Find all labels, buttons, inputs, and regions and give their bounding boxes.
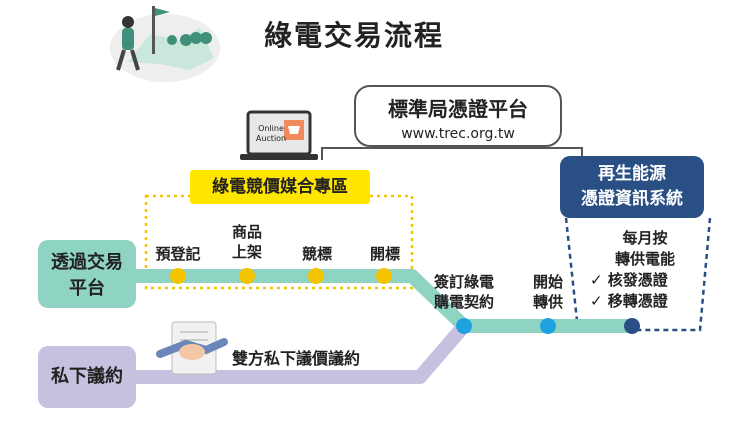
private-negotiation-label: 雙方私下議價議約	[232, 349, 361, 368]
dot-cert	[624, 318, 640, 334]
trade-line1: 透過交易	[51, 252, 123, 273]
trec-callout: 標準局憑證平台 www.trec.org.tw	[354, 85, 562, 147]
step-listing-line1: 商品	[231, 223, 262, 241]
step-contract-line2: 購電契約	[433, 293, 494, 311]
cert-system-line2: 憑證資訊系統	[581, 189, 683, 209]
trade-platform-box: 透過交易 平台	[38, 240, 136, 308]
step-register: 預登記	[155, 245, 201, 263]
cert-list: 每月按 轉供電能 ✓ 核發憑證 ✓ 移轉憑證	[590, 228, 700, 312]
dot-start	[540, 318, 556, 334]
dot-register	[170, 268, 186, 284]
step-start-line1: 開始	[532, 273, 563, 291]
cert-transfer-item: ✓ 移轉憑證	[590, 292, 668, 310]
page-title: 綠電交易流程	[264, 19, 445, 52]
step-listing-line2: 上架	[231, 243, 262, 261]
cert-list-line1: 每月按	[622, 229, 668, 247]
bubble-bracket	[321, 147, 583, 160]
trade-line2: 平台	[69, 278, 105, 299]
dot-bid	[308, 268, 324, 284]
platform-tag: 綠電競價媒合專區	[190, 170, 370, 204]
step-contract: 簽訂綠電 購電契約	[422, 272, 506, 312]
step-bid: 競標	[301, 245, 332, 263]
handshake-icon	[156, 321, 228, 375]
auction-line1: Online	[258, 124, 284, 133]
step-start: 開始 轉供	[522, 272, 574, 312]
step-start-line2: 轉供	[532, 293, 563, 311]
dot-open	[376, 268, 392, 284]
lavender-route	[136, 321, 470, 384]
step-open: 開標	[369, 245, 400, 263]
step-listing: 商品 上架	[222, 222, 272, 262]
cert-system-box: 再生能源 憑證資訊系統	[560, 156, 704, 218]
step-contract-line1: 簽訂綠電	[433, 273, 494, 291]
trec-url: www.trec.org.tw	[401, 126, 515, 142]
dot-listing	[239, 268, 255, 284]
cert-frame	[564, 217, 712, 332]
trec-name: 標準局憑證平台	[388, 97, 528, 121]
cert-issue-item: ✓ 核發憑證	[590, 271, 668, 289]
auction-line2: Auction	[255, 134, 287, 143]
cert-system-line1: 再生能源	[598, 164, 666, 184]
dot-contract	[456, 318, 472, 334]
laptop-icon	[240, 110, 318, 160]
map-illustration	[110, 6, 220, 82]
private-contract-box: 私下議約	[38, 346, 136, 408]
cert-list-line2: 轉供電能	[614, 250, 675, 268]
laptop-screen-text: Online Auction	[255, 124, 287, 144]
